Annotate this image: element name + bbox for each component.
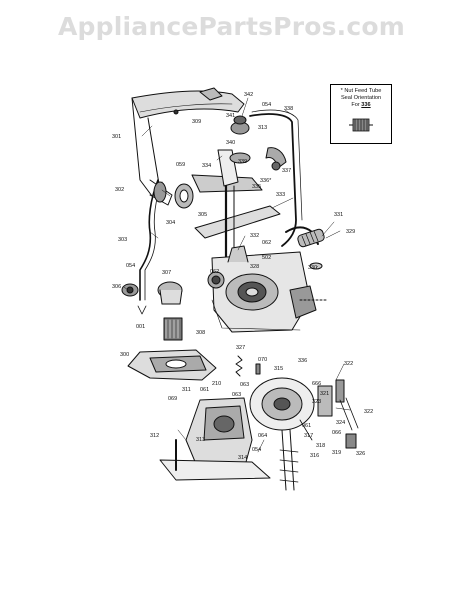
note-line-2: Seal Orientation: [340, 95, 382, 101]
callout-069: 069: [168, 396, 177, 402]
callout-306: 306: [112, 284, 121, 290]
callout-312: 312: [150, 433, 159, 439]
callout-307: 307: [162, 270, 171, 276]
callout-502: 502: [262, 255, 271, 261]
callout-328: 328: [250, 264, 259, 270]
callout-054: 054: [262, 102, 271, 108]
callout-339: 339: [238, 159, 247, 165]
note-prefix: For: [351, 102, 362, 108]
callout-061: 061: [200, 387, 209, 393]
callout-064: 064: [258, 433, 267, 439]
callout-331: 331: [334, 212, 343, 218]
note-line-3: For 336: [331, 102, 391, 108]
small-spring: [235, 355, 261, 377]
callout-329: 329: [346, 229, 355, 235]
note-part-ref: 336: [361, 102, 371, 108]
callout-338: 338: [284, 106, 293, 112]
callout-062: 062: [210, 269, 219, 275]
filter-screen: [127, 349, 217, 381]
callout-302: 302: [115, 187, 124, 193]
callout-301: 301: [112, 134, 121, 140]
callout-336: 336: [298, 358, 307, 364]
seal-orientation-note: * Nut Feed Tube Seal Orientation For 336: [330, 84, 392, 144]
callout-308: 308: [196, 330, 205, 336]
callout-321: 321: [320, 391, 329, 397]
callout-319: 319: [332, 450, 341, 456]
callout-063: 063: [240, 382, 249, 388]
callout-322: 322: [344, 361, 353, 367]
callout-314: 314: [238, 455, 247, 461]
leader-lines: [123, 97, 351, 453]
callout-340: 340: [226, 140, 235, 146]
seal-orientation-icon: [349, 118, 373, 132]
callout-309: 309: [192, 119, 201, 125]
callout-333: 333: [276, 192, 285, 198]
callout-315: 315: [274, 366, 283, 372]
watermark: AppliancePartsPros.com: [57, 12, 406, 41]
lower-housing: [159, 377, 359, 491]
callout-323: 323: [312, 399, 321, 405]
callout-330: 330: [308, 265, 317, 271]
callout-336-star: 336*: [260, 178, 272, 184]
callout-303: 303: [118, 237, 127, 243]
callout-313: 313: [258, 125, 267, 131]
callout-labels: 342 054 338 341 309 313 301 340 339 337 …: [112, 92, 373, 461]
callout-059: 059: [176, 162, 185, 168]
callout-061: 061: [302, 423, 311, 429]
pump-assembly: [207, 245, 327, 333]
callout-001: 001: [136, 324, 145, 330]
callout-332: 332: [250, 233, 259, 239]
callout-062: 062: [262, 240, 271, 246]
callout-317: 317: [304, 433, 313, 439]
callout-327: 327: [236, 345, 245, 351]
feed-tube: [249, 109, 303, 247]
inlet-hose: [285, 226, 325, 270]
callout-342: 342: [244, 92, 253, 98]
callout-300: 300: [120, 352, 129, 358]
upper-spray-arm: [131, 87, 245, 206]
callout-335: 335: [252, 184, 261, 190]
callout-326: 326: [356, 451, 365, 457]
callout-305: 305: [198, 212, 207, 218]
note-line-1: * Nut Feed Tube: [340, 88, 382, 94]
bearing-ring: [153, 181, 194, 209]
elbow-fitting: [265, 147, 287, 171]
callout-070: 070: [258, 357, 267, 363]
callout-313: 313: [196, 437, 205, 443]
callout-341: 341: [226, 113, 235, 119]
callout-324: 324: [336, 420, 345, 426]
callout-054: 054: [126, 263, 135, 269]
callout-066: 066: [332, 430, 341, 436]
callout-322: 322: [364, 409, 373, 415]
callout-666: 666: [312, 381, 321, 387]
callout-063: 063: [232, 392, 241, 398]
callout-311: 311: [182, 387, 191, 393]
callout-337: 337: [282, 168, 291, 174]
callout-316: 316: [310, 453, 319, 459]
middle-spray-arm: [191, 115, 281, 264]
callout-054: 054: [252, 447, 261, 453]
filter-parts: [121, 281, 183, 341]
callout-210: 210: [212, 381, 221, 387]
callout-334: 334: [202, 163, 211, 169]
callout-304: 304: [166, 220, 175, 226]
callout-318: 318: [316, 443, 325, 449]
